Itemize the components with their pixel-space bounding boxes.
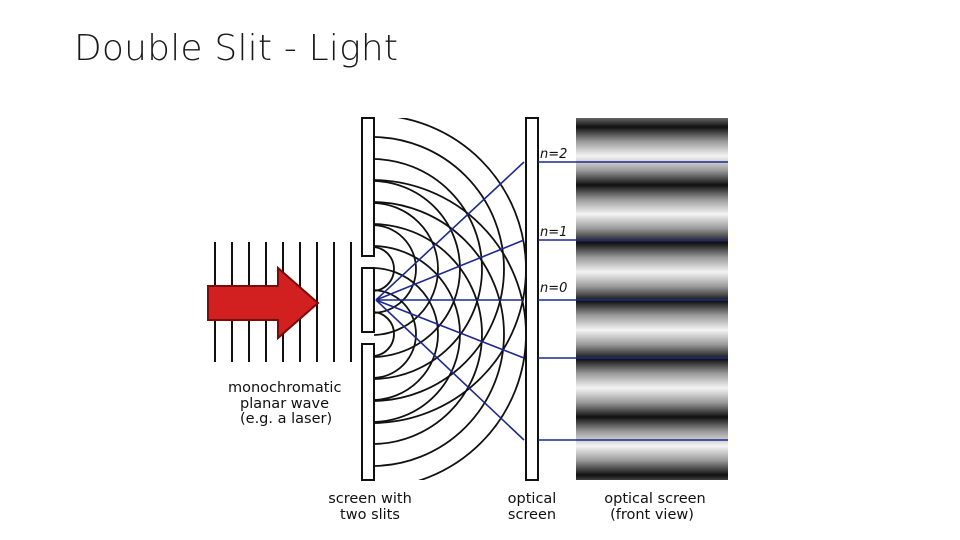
order-lines: [538, 161, 728, 441]
optical-screen-side: [525, 117, 539, 481]
slide-title: Double Slit - Light: [74, 28, 399, 69]
front-view-label-line2: (front view): [610, 507, 694, 523]
slit-barrier: [361, 117, 375, 481]
order-label-n0: n=0: [540, 281, 567, 296]
order-label-n1: n=1: [540, 225, 567, 240]
slit-screen-label-line1: screen with: [328, 491, 412, 507]
optical-screen-label-line2: screen: [508, 507, 556, 523]
front-view-label-line1: optical screen: [604, 491, 706, 507]
source-label-line1: monochromatic: [228, 380, 341, 396]
source-label-line3: (e.g. a laser): [240, 411, 332, 427]
slit-screen-label-line2: two slits: [340, 507, 400, 523]
optical-screen-label-line1: optical: [508, 491, 557, 507]
ray-lines: [375, 161, 525, 441]
laser-arrow-icon: [207, 265, 320, 341]
fringe-pattern: [576, 118, 728, 480]
source-label-line2: planar wave: [240, 396, 329, 412]
order-label-n2: n=2: [540, 147, 567, 162]
